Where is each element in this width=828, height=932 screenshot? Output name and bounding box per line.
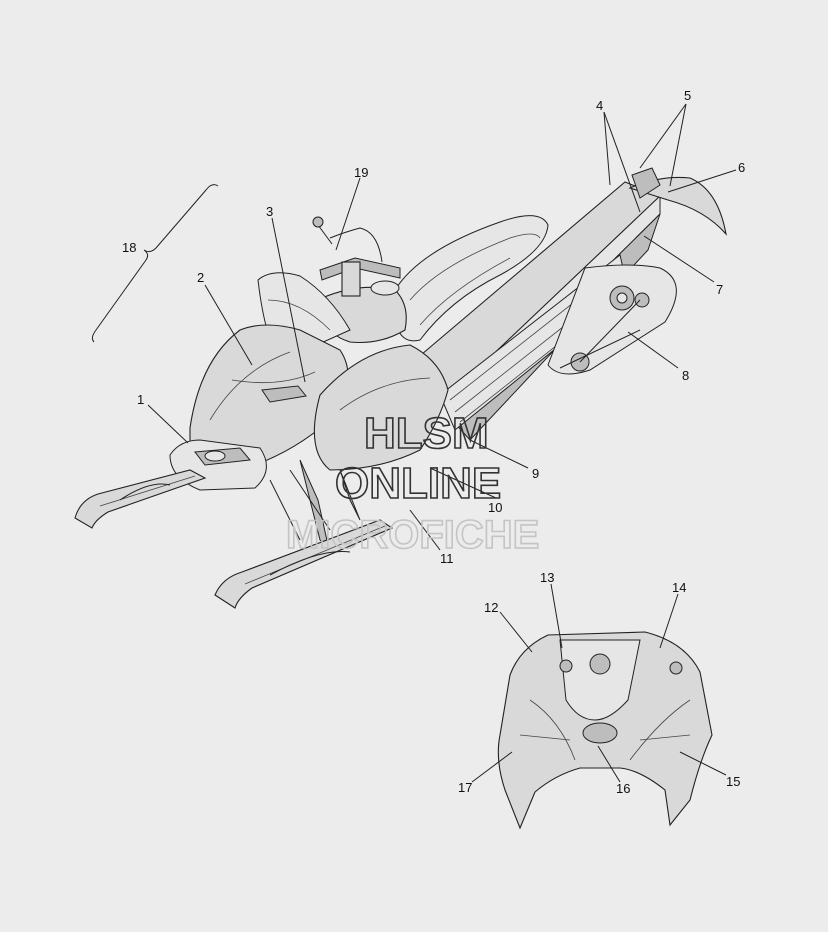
callout-2: 2: [197, 270, 204, 285]
ski-right: [214, 519, 394, 609]
callout-3: 3: [266, 204, 273, 219]
snowmobile-illustration: [74, 167, 727, 609]
handlebar-assembly: [312, 216, 401, 297]
callout-19: 19: [354, 165, 368, 180]
watermark-online: ONLINE: [335, 459, 501, 508]
callout-13: 13: [540, 570, 554, 585]
callout-12: 12: [484, 600, 498, 615]
seat: [394, 215, 549, 342]
callout-11: 11: [440, 551, 454, 566]
ski-left: [74, 469, 207, 529]
side-panel: [313, 344, 449, 471]
callout-8: 8: [682, 368, 689, 383]
watermark: HLSM ONLINE MICROFICHE: [285, 408, 540, 558]
watermark-microfiche: MICROFICHE: [286, 513, 539, 557]
callout-16: 16: [616, 781, 630, 796]
rear-suspension: [547, 264, 677, 375]
callout-10: 10: [488, 500, 502, 515]
watermark-hlsm: HLSM: [364, 409, 489, 458]
callout-14: 14: [672, 580, 686, 595]
callout-4: 4: [596, 98, 603, 113]
callout-6: 6: [738, 160, 745, 175]
callout-9: 9: [532, 466, 539, 481]
taillight: [631, 167, 661, 199]
leader-lines: [91, 103, 737, 783]
callout-18: 18: [122, 240, 136, 255]
callout-labels: 1 2 3 4 5 6 7 8 9 10 11 12 13 14 15 16 1…: [122, 88, 745, 796]
callout-15: 15: [726, 774, 740, 789]
callout-1: 1: [137, 392, 144, 407]
hood-detail-illustration: [497, 631, 713, 830]
callout-7: 7: [716, 282, 723, 297]
callout-17: 17: [458, 780, 472, 795]
snow-flap: [628, 176, 727, 236]
callout-5: 5: [684, 88, 691, 103]
